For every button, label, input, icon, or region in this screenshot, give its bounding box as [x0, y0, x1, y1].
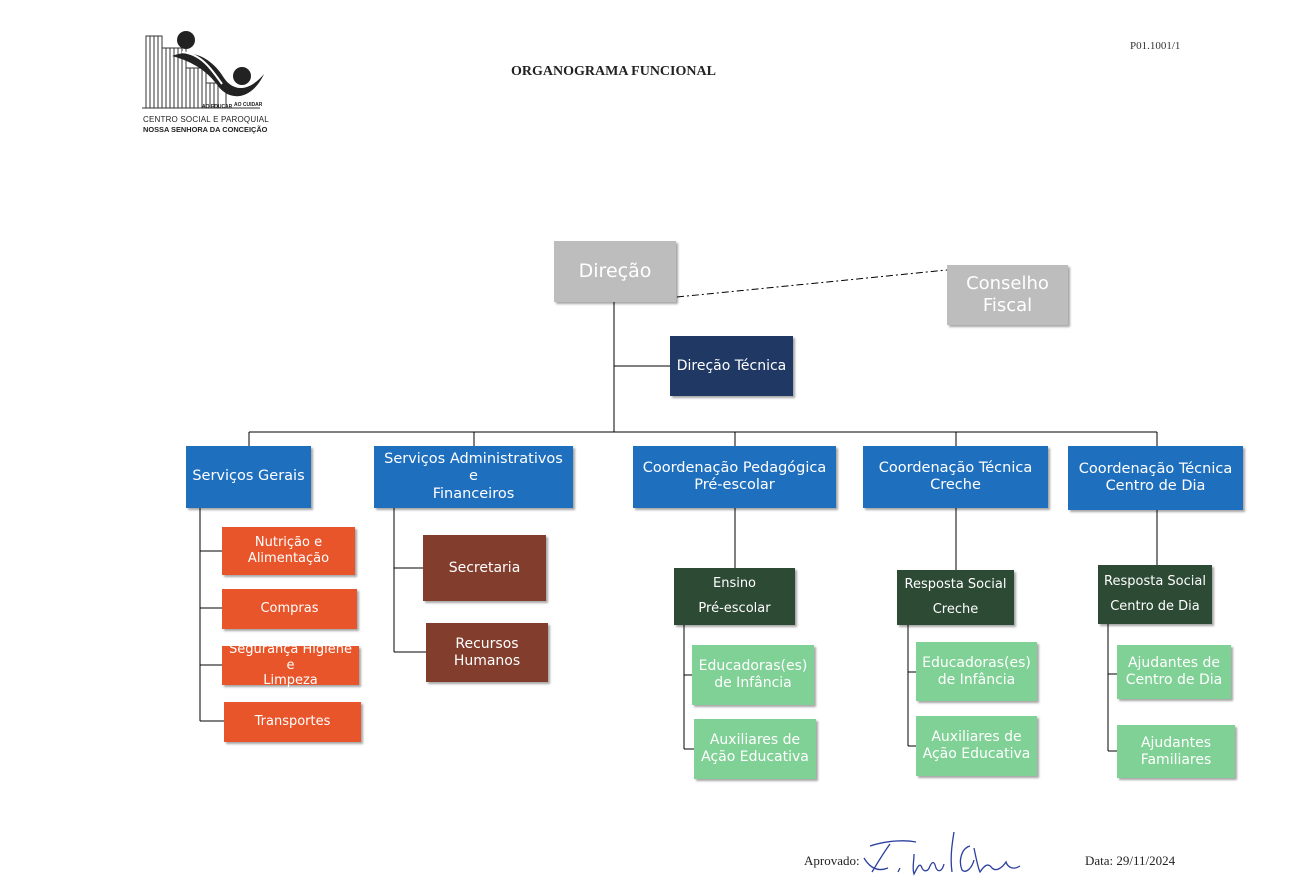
node-educadoras-creche: Educadoras(es) de Infância [916, 642, 1037, 701]
logo-line-2: NOSSA SENHORA DA CONCEIÇÃO [143, 125, 268, 134]
node-recursos-humanos: Recursos Humanos [426, 623, 548, 682]
node-direcao: Direção [554, 241, 676, 302]
logo-graphic [142, 31, 264, 109]
node-coordenacao-creche: Coordenação Técnica Creche [863, 446, 1048, 508]
logo-motto-left: AO EDUCAR [202, 104, 233, 110]
node-resposta-creche: Resposta Social Creche [897, 570, 1014, 625]
node-direcao-tecnica: Direção Técnica [670, 336, 793, 396]
node-nutricao: Nutrição e Alimentação [222, 527, 355, 575]
node-servicos-administrativos: Serviços Administrativos e Financeiros [374, 446, 573, 508]
node-coordenacao-centro-dia: Coordenação Técnica Centro de Dia [1068, 446, 1243, 510]
logo: AO EDUCAR AO CUIDAR CENTRO SOCIAL E PARO… [142, 28, 269, 136]
logo-motto-right: AO CUIDAR [234, 102, 263, 108]
node-auxiliares-pre-escolar: Auxiliares de Ação Educativa [694, 719, 816, 779]
signature [863, 831, 1021, 876]
node-conselho-fiscal: Conselho Fiscal [947, 265, 1068, 325]
logo-line-1: CENTRO SOCIAL E PAROQUIAL [143, 115, 269, 124]
node-ajudantes-familiares: Ajudantes Familiares [1117, 725, 1235, 778]
node-transportes: Transportes [224, 702, 361, 742]
document-code: P01.1001/1 [1130, 40, 1181, 52]
node-secretaria: Secretaria [423, 535, 546, 601]
node-ensino-pre-escolar: Ensino Pré-escolar [674, 568, 795, 625]
node-educadoras-pre-escolar: Educadoras(es) de Infância [692, 645, 814, 705]
page-title: ORGANOGRAMA FUNCIONAL [511, 64, 716, 79]
node-resposta-centro-dia: Resposta Social Centro de Dia [1098, 565, 1212, 624]
node-coordenacao-pedagogica: Coordenação Pedagógica Pré-escolar [633, 446, 836, 508]
node-ajudantes-centro-dia: Ajudantes de Centro de Dia [1117, 645, 1231, 699]
node-seguranca: Segurança Higiene e Limpeza [222, 642, 359, 688]
date-label: Data: 29/11/2024 [1085, 853, 1176, 868]
approved-label: Aprovado: [804, 853, 860, 868]
node-auxiliares-creche: Auxiliares de Ação Educativa [916, 716, 1037, 776]
node-servicos-gerais: Serviços Gerais [186, 446, 311, 508]
node-compras: Compras [222, 589, 357, 629]
